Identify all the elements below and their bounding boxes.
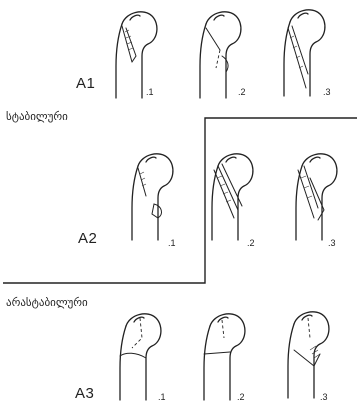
group-label-a1: A1 — [76, 75, 95, 92]
group-label-a3: A3 — [75, 385, 94, 402]
figure-a2-3-label: .3 — [328, 238, 336, 248]
figure-a2-1 — [132, 154, 173, 240]
figure-a3-3 — [288, 312, 329, 398]
stability-boundary-line — [3, 118, 357, 283]
figure-a1-1 — [116, 12, 157, 98]
figure-a1-3 — [284, 10, 325, 96]
figure-a1-3-label: .3 — [323, 87, 331, 97]
figure-a3-2-label: .2 — [237, 392, 245, 402]
figure-a1-2-label: .2 — [238, 87, 246, 97]
stable-label: სტაბილური — [6, 110, 68, 123]
unstable-label: არასტაბილური — [6, 296, 88, 309]
figure-a3-2 — [204, 314, 245, 400]
figure-a2-3 — [296, 154, 337, 240]
figure-a1-1-label: .1 — [146, 87, 154, 97]
figure-a1-2 — [200, 12, 241, 98]
figure-a2-1-label: .1 — [168, 238, 176, 248]
group-label-a2: A2 — [78, 230, 97, 247]
figure-a2-2 — [212, 154, 253, 240]
figure-a2-2-label: .2 — [247, 238, 255, 248]
figure-a3-1-label: .1 — [158, 392, 166, 402]
figure-a3-1 — [120, 314, 161, 400]
figure-a3-3-label: .3 — [320, 392, 328, 402]
